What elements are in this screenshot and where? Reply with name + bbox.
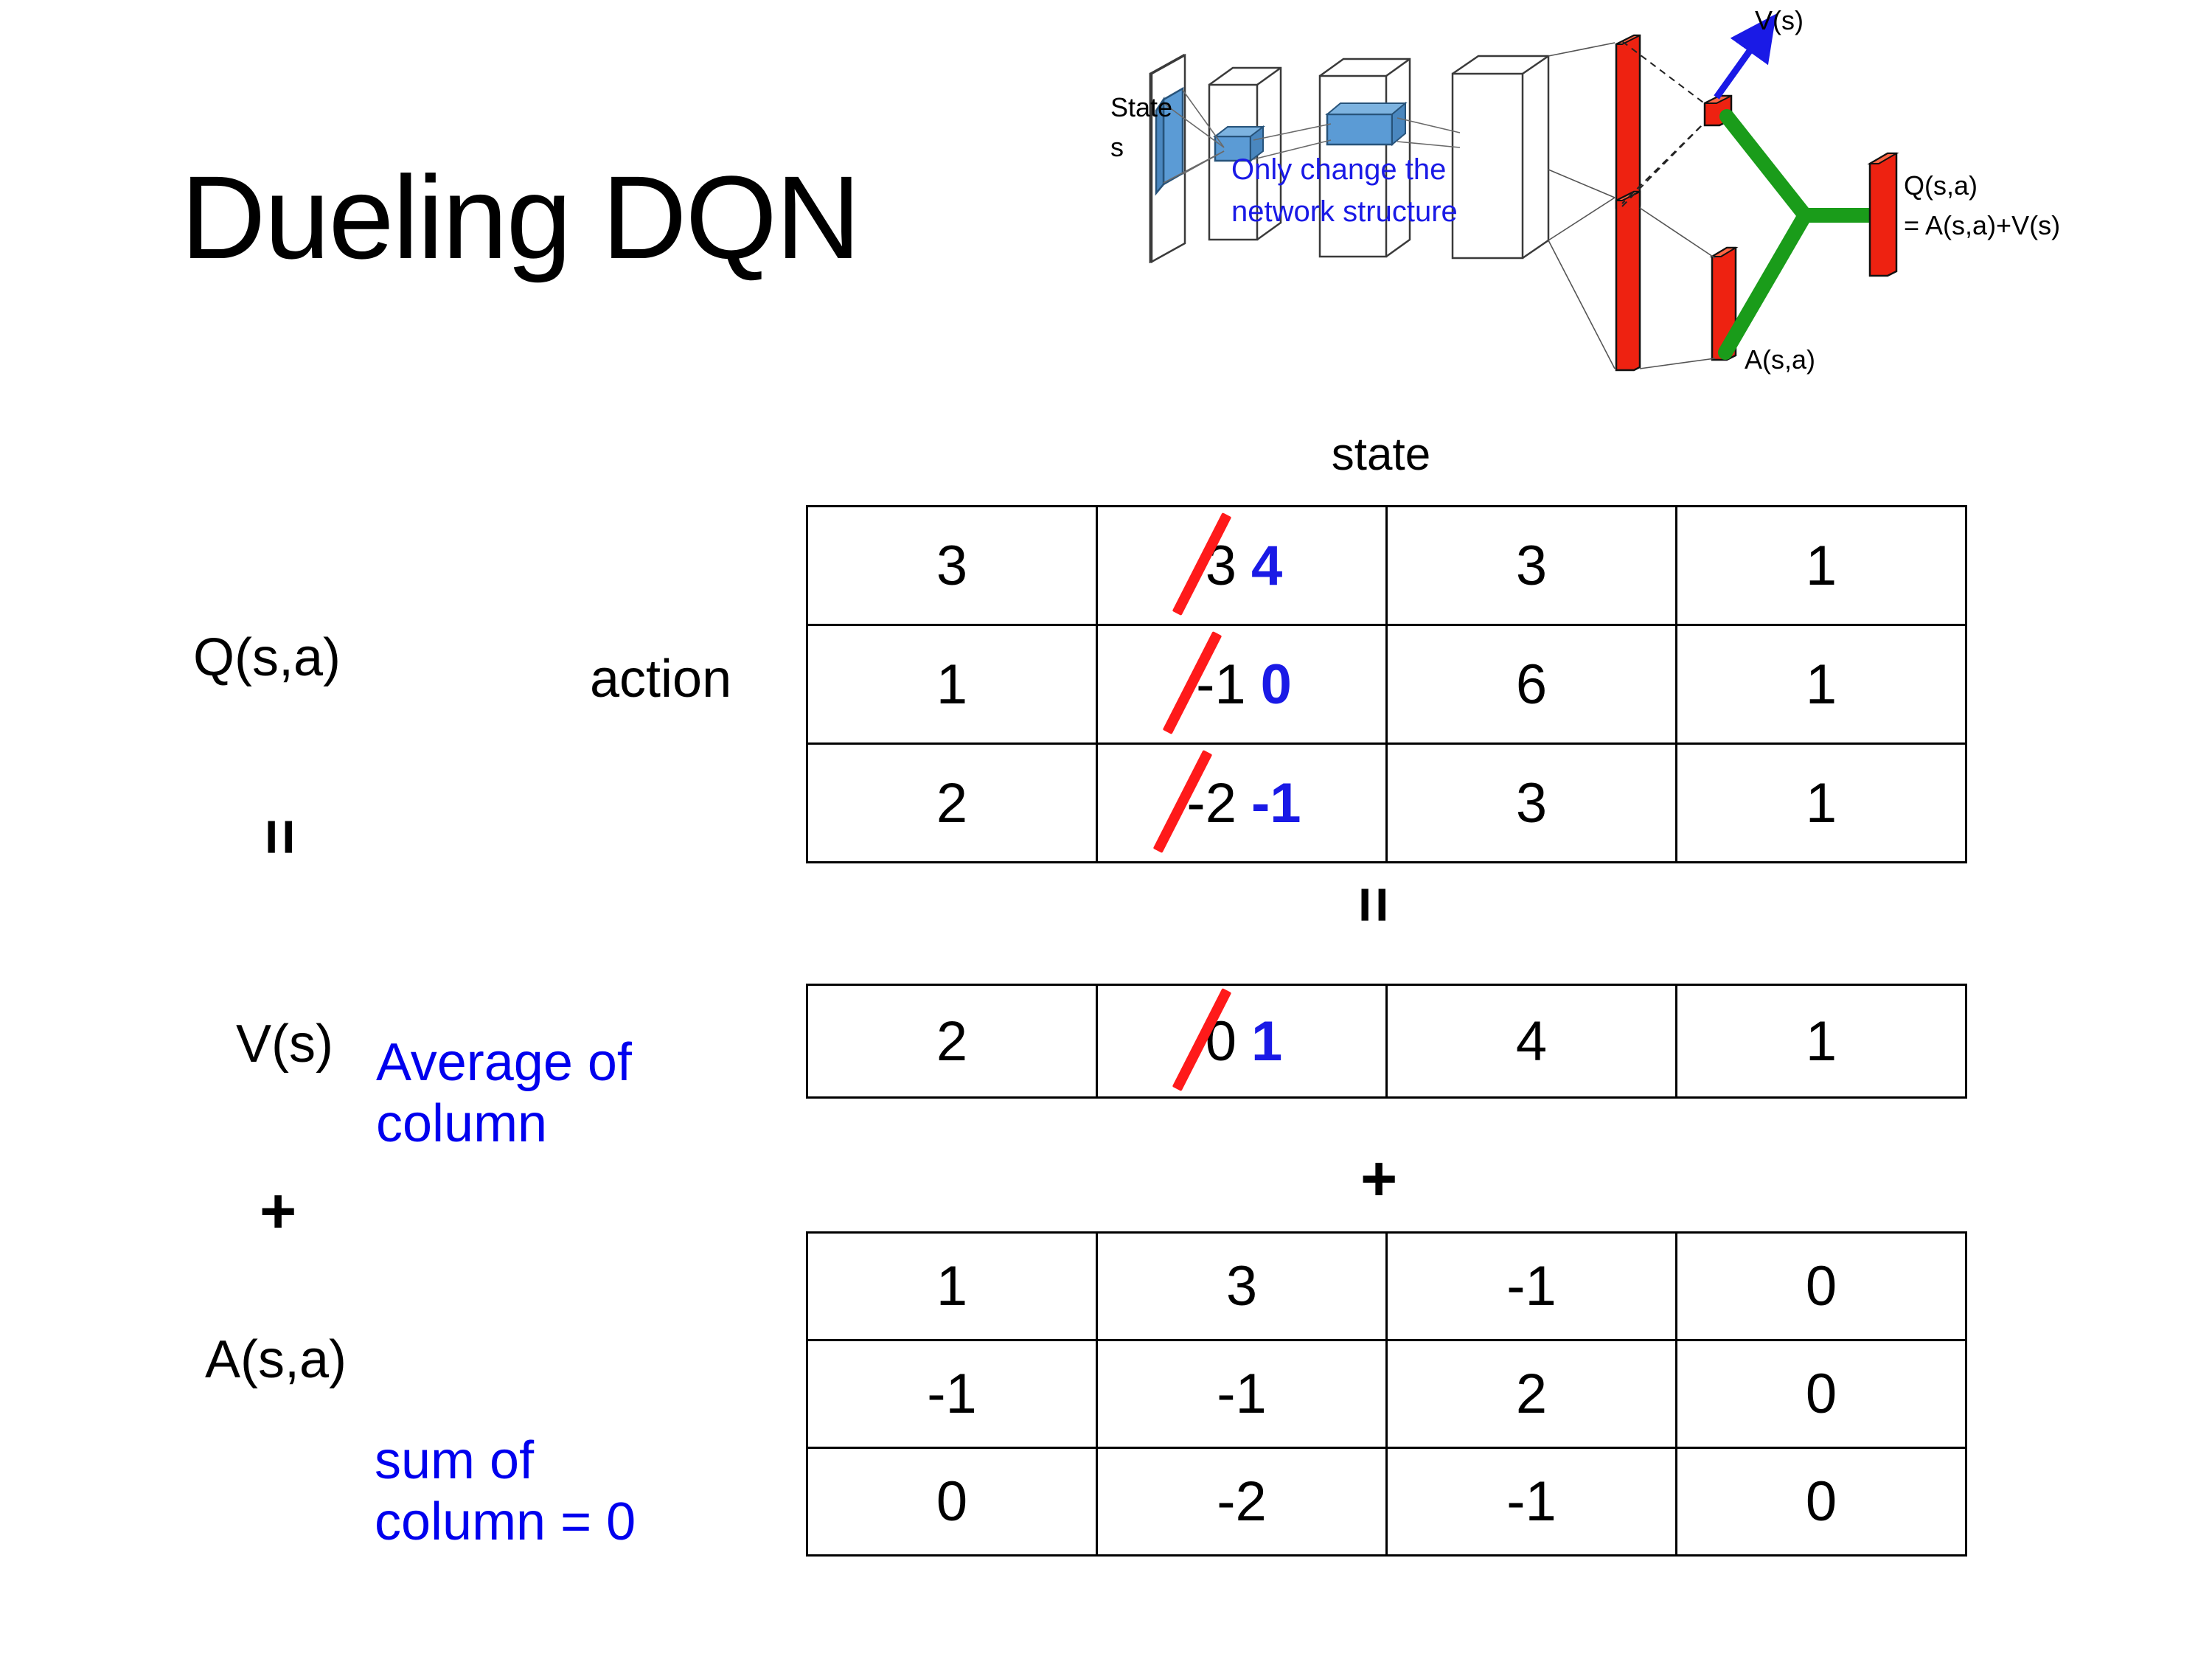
old-value: 0 (1172, 987, 1241, 1091)
cell-q-1-0[interactable]: 1 (806, 624, 1098, 745)
cell-a-0-3[interactable]: 0 (1675, 1231, 1967, 1341)
combine-green-link (1718, 109, 1879, 360)
avg-note-line2: column (376, 1093, 548, 1153)
v-function-label: V(s) (236, 1015, 333, 1074)
table-row: 2 -2 -1 3 1 (806, 742, 1967, 863)
cell-q-1-1[interactable]: -1 0 (1096, 624, 1388, 745)
new-value: 4 (1251, 534, 1283, 597)
cell-q-2-2[interactable]: 3 (1385, 742, 1677, 863)
conv-box-1 (1208, 66, 1282, 241)
cell-q-2-0[interactable]: 2 (806, 742, 1098, 863)
page-title: Dueling DQN (181, 151, 861, 283)
diagram-state-label: State (1110, 92, 1172, 122)
cell-v-0-3[interactable]: 1 (1675, 984, 1967, 1099)
cell-a-1-1[interactable]: -1 (1096, 1339, 1388, 1449)
cell-q-2-3[interactable]: 1 (1675, 742, 1967, 863)
q-function-label: Q(s,a) (193, 628, 341, 687)
diagram-note-line2: network structure (1231, 195, 1458, 228)
plus-operator-left: + (260, 1176, 297, 1247)
conv-box-2-kernel (1325, 101, 1408, 147)
cell-q-0-1[interactable]: 3 4 (1096, 505, 1388, 626)
equals-operator-middle: = (1338, 886, 1410, 924)
table-row: 1 3 -1 0 (806, 1231, 1967, 1341)
table-row: 0 -2 -1 0 (806, 1447, 1967, 1557)
table-row: -1 -1 2 0 (806, 1339, 1967, 1449)
table-row: 1 -1 0 6 1 (806, 624, 1967, 745)
diagram-q-label-line1: Q(s,a) (1904, 170, 1978, 201)
sum-note-line2: column = 0 (375, 1492, 636, 1551)
diagram-state-sub: s (1110, 132, 1124, 162)
q-output-bar (1867, 152, 1899, 277)
old-value: -1 (1162, 630, 1251, 734)
diagram-v-label: V(s) (1755, 5, 1804, 35)
conv-box-2 (1318, 58, 1411, 258)
dueling-network-diagram: State s Only change the network structur… (1106, 0, 2212, 413)
cell-a-0-0[interactable]: 1 (806, 1231, 1098, 1341)
table-row: 2 0 1 4 1 (806, 984, 1967, 1099)
sum-of-column-note: sum of column = 0 (375, 1430, 636, 1553)
cell-a-1-0[interactable]: -1 (806, 1339, 1098, 1449)
cell-a-1-3[interactable]: 0 (1675, 1339, 1967, 1449)
cell-a-0-2[interactable]: -1 (1385, 1231, 1677, 1341)
cell-v-0-2[interactable]: 4 (1385, 984, 1677, 1099)
diagram-a-label: A(s,a) (1745, 344, 1815, 375)
cell-v-0-1[interactable]: 0 1 (1096, 984, 1388, 1099)
table-row: 3 3 4 3 1 (806, 505, 1967, 626)
cell-q-0-0[interactable]: 3 (806, 505, 1098, 626)
cell-q-1-3[interactable]: 1 (1675, 624, 1967, 745)
stream-split-lines (1548, 42, 1615, 369)
average-of-column-note: Average of column (376, 1032, 632, 1155)
advantage-value-table: 1 3 -1 0 -1 -1 2 0 0 -2 -1 0 (806, 1231, 1967, 1557)
cell-v-0-0[interactable]: 2 (806, 984, 1098, 1099)
equals-operator-left: = (245, 818, 316, 856)
old-value: -2 (1153, 749, 1241, 853)
cell-q-1-2[interactable]: 6 (1385, 624, 1677, 745)
value-stream-bar (1615, 34, 1641, 209)
new-value: 1 (1251, 1009, 1283, 1073)
state-axis-label: state (1331, 429, 1431, 480)
cell-q-0-3[interactable]: 1 (1675, 505, 1967, 626)
action-axis-label: action (590, 650, 732, 709)
new-value: 0 (1260, 653, 1292, 716)
cell-q-0-2[interactable]: 3 (1385, 505, 1677, 626)
cell-q-2-1[interactable]: -2 -1 (1096, 742, 1388, 863)
diagram-note-line1: Only change the (1231, 153, 1446, 186)
value-dashed-links (1621, 41, 1710, 207)
sum-note-line1: sum of (375, 1431, 535, 1490)
cell-a-1-2[interactable]: 2 (1385, 1339, 1677, 1449)
cell-a-2-1[interactable]: -2 (1096, 1447, 1388, 1557)
cell-a-0-1[interactable]: 3 (1096, 1231, 1388, 1341)
cell-a-2-2[interactable]: -1 (1385, 1447, 1677, 1557)
v-value-table: 2 0 1 4 1 (806, 984, 1967, 1099)
conv-box-1-kernel (1213, 125, 1265, 163)
avg-note-line1: Average of (376, 1033, 632, 1092)
q-value-table: 3 3 4 3 1 1 -1 (806, 505, 1967, 863)
conv-box-3 (1451, 55, 1550, 260)
layer-connectors (1163, 89, 1461, 184)
advantage-stream-bar (1615, 190, 1641, 372)
diagram-q-label-line2: = A(s,a)+V(s) (1904, 210, 2060, 240)
cell-a-2-0[interactable]: 0 (806, 1447, 1098, 1557)
new-value: -1 (1251, 771, 1301, 835)
advantage-connector-lines (1639, 207, 1716, 369)
old-value: 3 (1172, 512, 1241, 616)
plus-operator-middle: + (1360, 1144, 1398, 1214)
a-function-label: A(s,a) (205, 1330, 347, 1389)
v-arrow (1714, 13, 1776, 100)
cell-a-2-3[interactable]: 0 (1675, 1447, 1967, 1557)
